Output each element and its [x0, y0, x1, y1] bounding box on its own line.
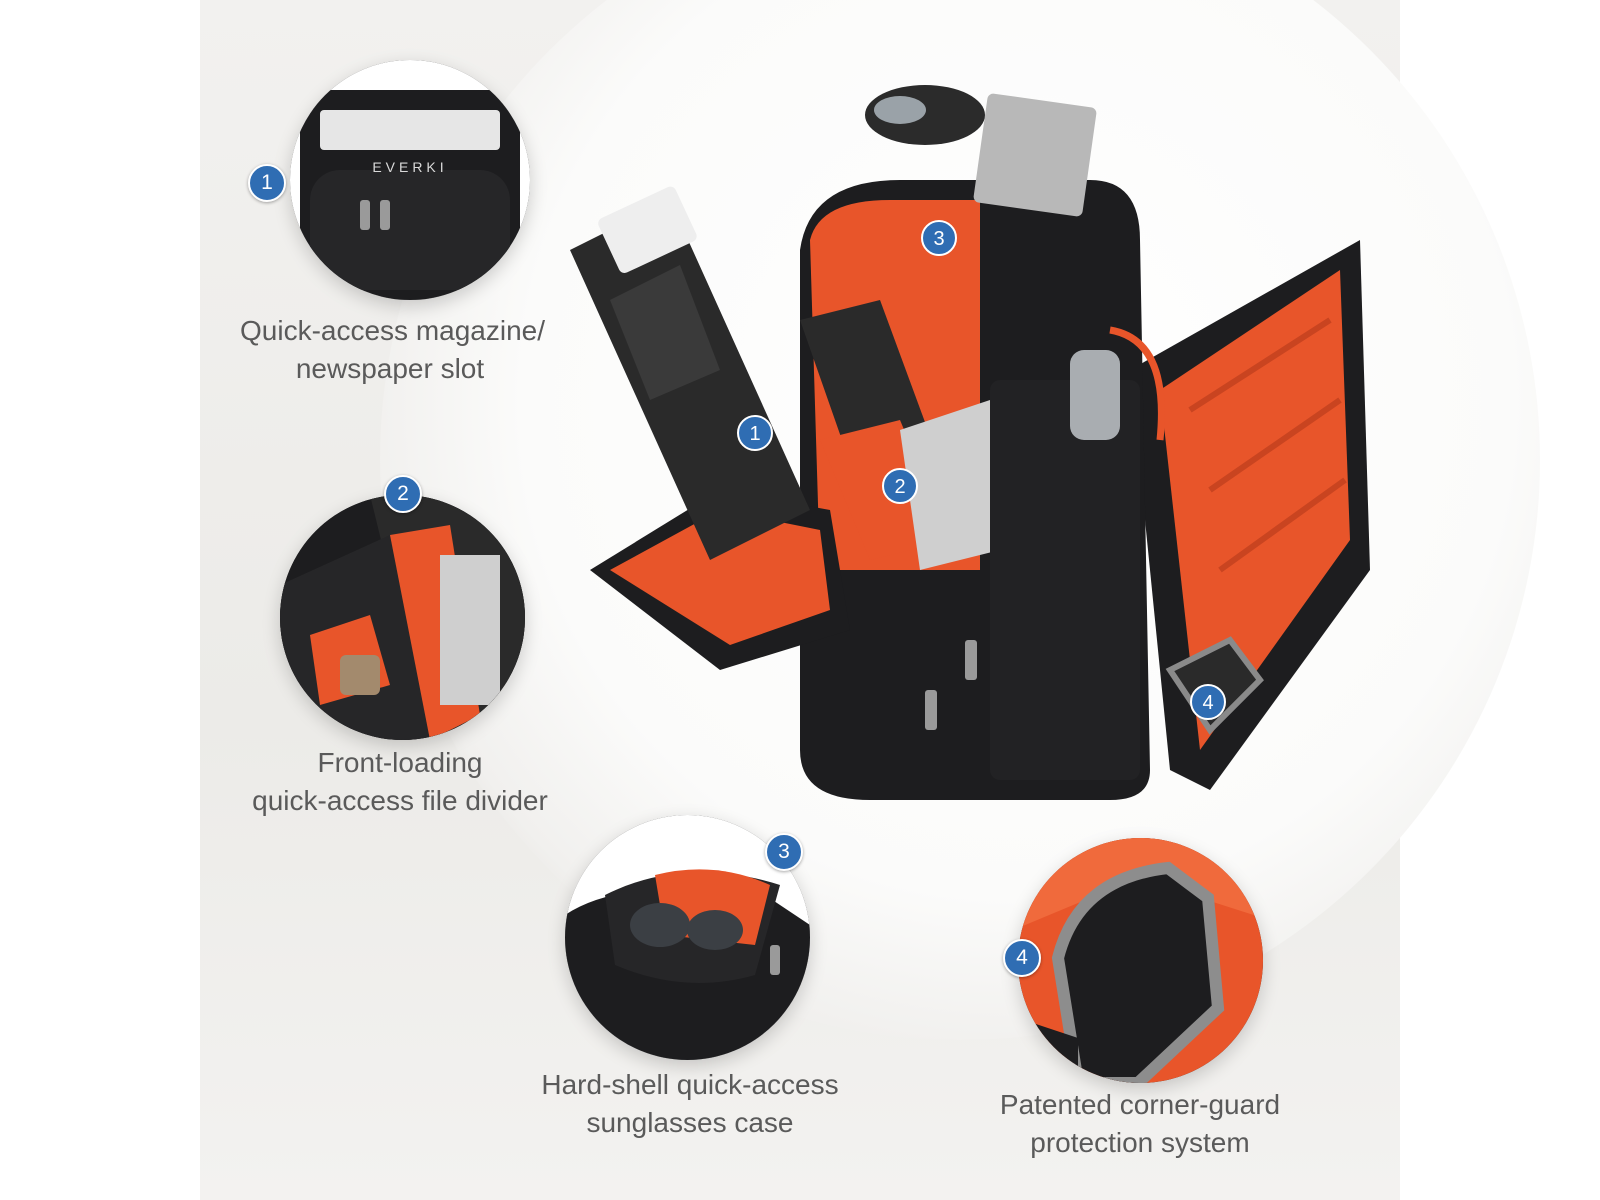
detail-image-file-divider — [280, 495, 525, 740]
backpack-marker-4: 4 — [1190, 684, 1226, 720]
feature-badge-4: 4 — [1003, 939, 1041, 977]
svg-text:2: 2 — [894, 476, 905, 498]
detail-image-corner-guard — [1018, 838, 1263, 1083]
svg-text:3: 3 — [933, 228, 944, 250]
sunglasses-case-photo — [565, 815, 810, 1060]
caption-line: sunglasses case — [586, 1107, 794, 1138]
backpack-illustration: 1 2 3 4 — [570, 85, 1370, 800]
feature-badge-2: 2 — [384, 475, 422, 513]
caption-line: newspaper slot — [295, 353, 485, 384]
feature-caption-1: Quick-access magazine/ newspaper slot — [240, 312, 546, 388]
feature-caption-2: Front-loading quick-access file divider — [240, 744, 560, 820]
feature-badge-3: 3 — [765, 833, 803, 871]
file-divider-photo — [280, 495, 525, 740]
magazine-slot-photo: EVERKI — [290, 60, 530, 300]
detail-image-magazine-slot: EVERKI — [290, 60, 530, 300]
svg-text:1: 1 — [749, 423, 760, 445]
caption-line: Patented corner-guard — [999, 1089, 1281, 1120]
feature-caption-4: Patented corner-guard protection system — [990, 1086, 1290, 1162]
caption-line: protection system — [1030, 1127, 1250, 1158]
caption-line: Hard-shell quick-access — [541, 1069, 839, 1100]
corner-guard-photo — [1018, 838, 1263, 1083]
backpack-marker-2: 2 — [882, 468, 918, 504]
caption-line: quick-access file divider — [252, 785, 548, 816]
feature-badge-1: 1 — [248, 164, 286, 202]
detail-image-sunglasses-case — [565, 815, 810, 1060]
backpack-marker-3: 3 — [921, 220, 957, 256]
caption-line: Quick-access magazine/ — [240, 315, 546, 346]
caption-line: Front-loading — [317, 747, 483, 778]
svg-text:4: 4 — [1202, 692, 1213, 714]
backpack-main-image: 1 2 3 4 — [570, 70, 1410, 830]
backpack-marker-1: 1 — [737, 415, 773, 451]
feature-caption-3: Hard-shell quick-access sunglasses case — [530, 1066, 850, 1142]
brand-label: EVERKI — [372, 159, 447, 175]
